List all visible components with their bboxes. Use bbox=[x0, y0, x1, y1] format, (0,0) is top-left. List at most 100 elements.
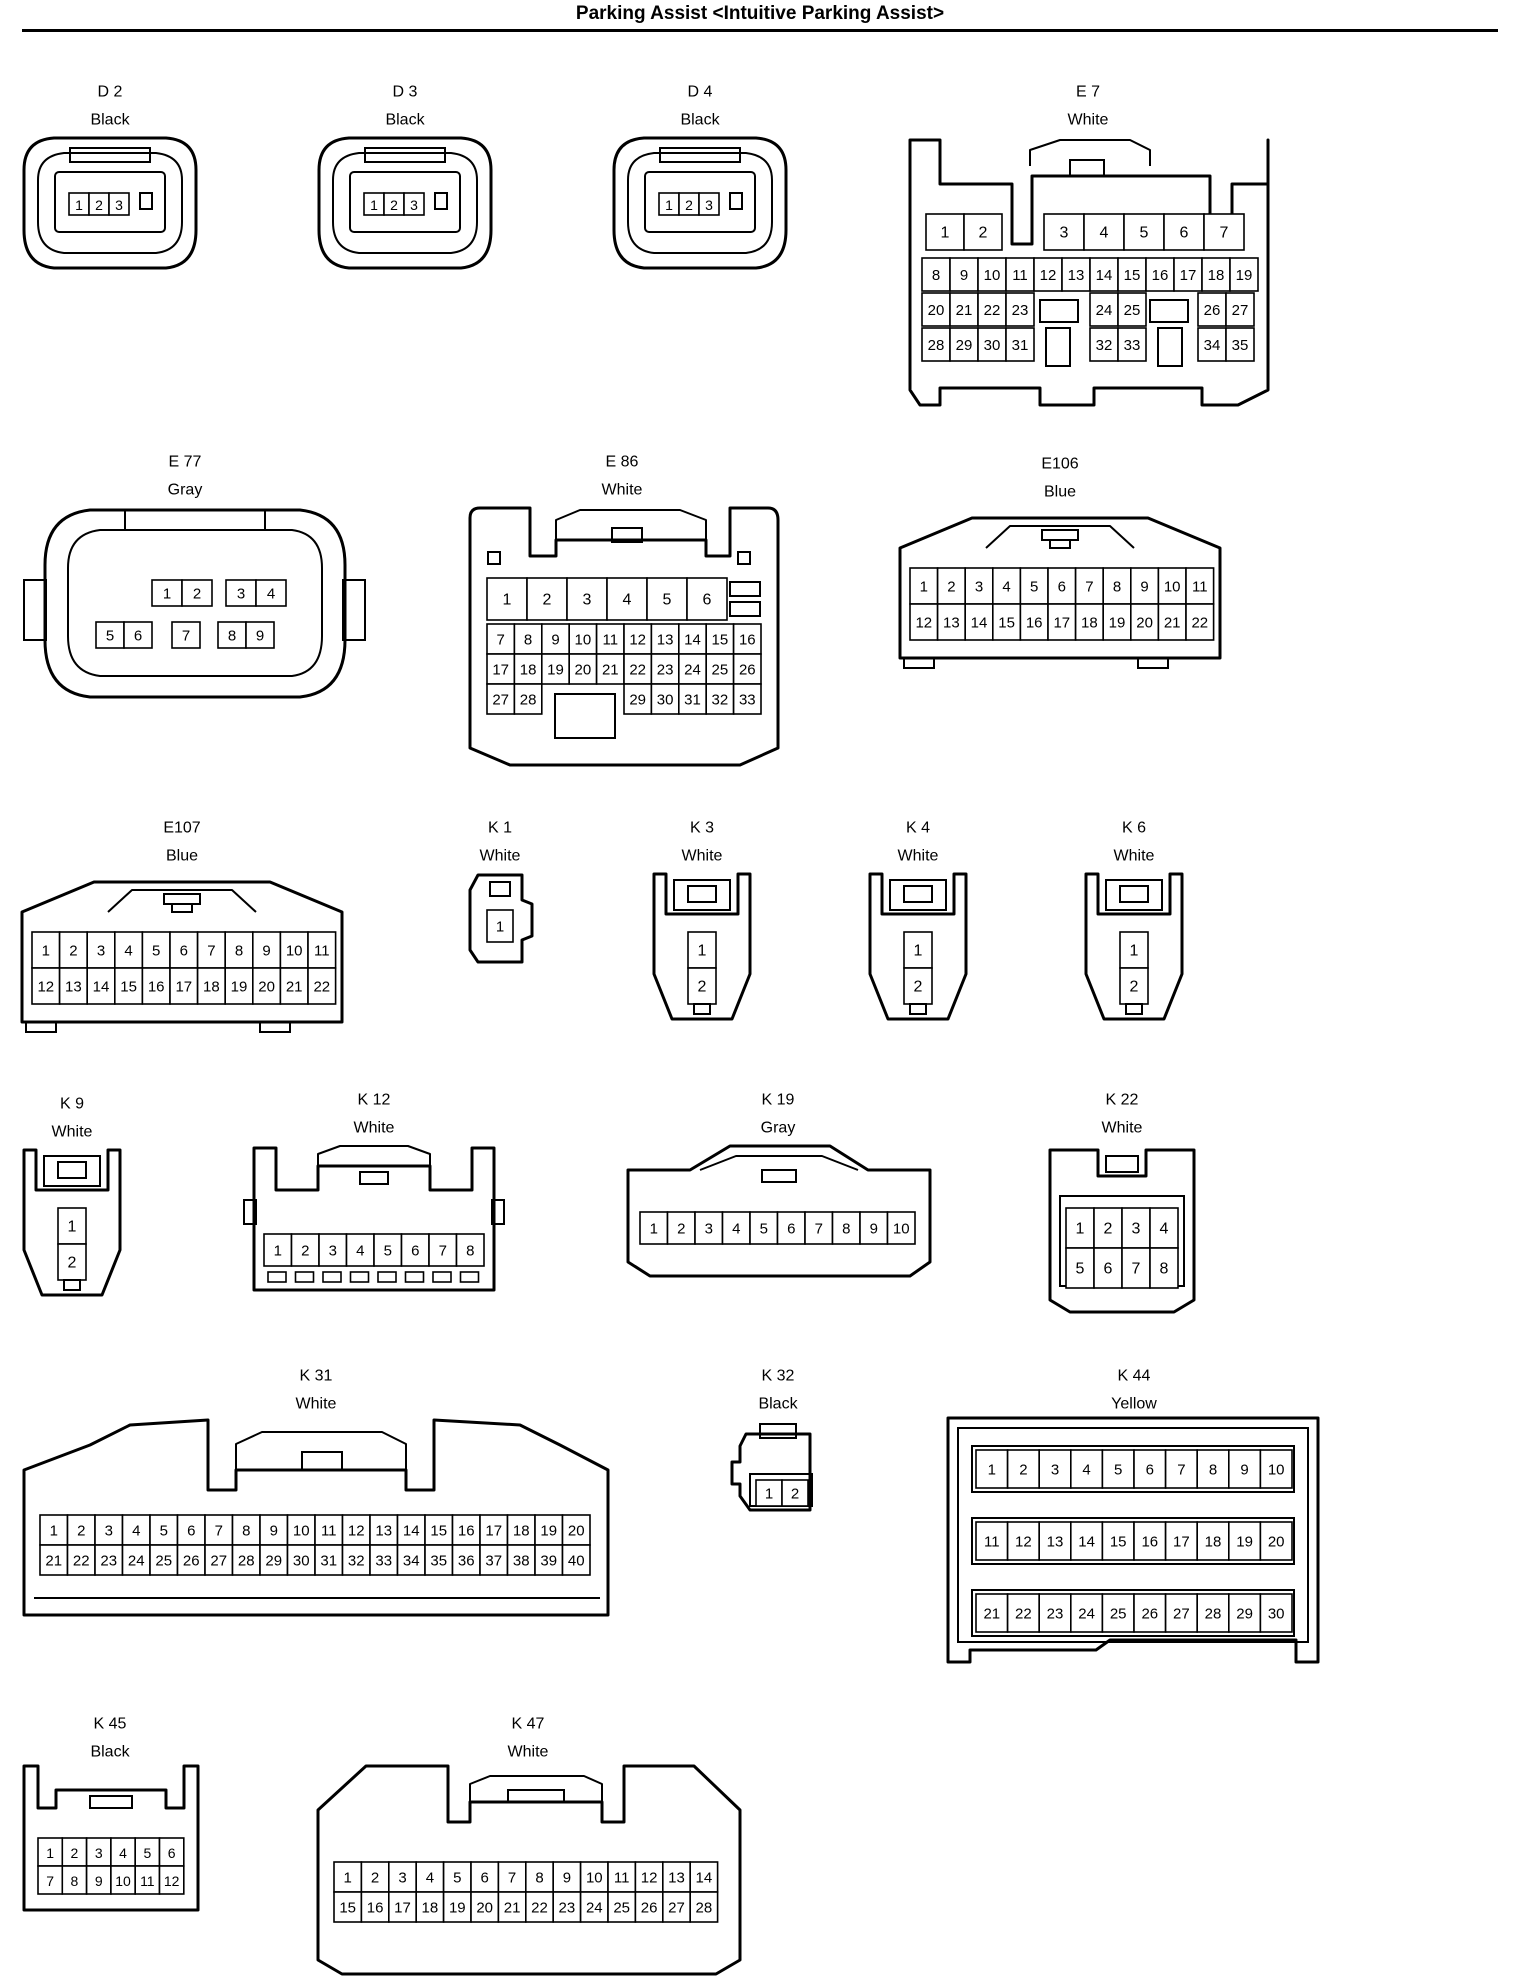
pin-cell bbox=[921, 292, 951, 327]
pin-cell bbox=[279, 931, 309, 969]
pin-number: 3 bbox=[705, 1221, 713, 1238]
pin-number: 27 bbox=[1173, 1606, 1190, 1623]
pin-cell bbox=[1185, 567, 1215, 605]
pin-number: 19 bbox=[449, 1900, 466, 1917]
connector-color: White bbox=[354, 1120, 395, 1137]
pin-number: 2 bbox=[947, 579, 955, 596]
pin-number: 6 bbox=[411, 1243, 419, 1260]
pin-number: 16 bbox=[1026, 615, 1043, 632]
pin-number: 14 bbox=[684, 632, 701, 649]
pin-cell bbox=[921, 257, 951, 292]
pin-number: 1 bbox=[914, 943, 923, 960]
pin-cell bbox=[1130, 567, 1160, 605]
outline-rect bbox=[1157, 327, 1183, 367]
connector-color: White bbox=[1102, 1120, 1143, 1137]
connector-color: Blue bbox=[1044, 484, 1076, 501]
pin-cell bbox=[561, 1514, 591, 1546]
pin-cell bbox=[245, 621, 275, 649]
pin-number: 12 bbox=[641, 1870, 658, 1887]
pin-cell bbox=[279, 967, 309, 1005]
pin-cell bbox=[341, 1514, 371, 1546]
pin-number: 13 bbox=[65, 979, 82, 996]
pin-cell bbox=[595, 623, 625, 655]
pin-number: 3 bbox=[329, 1243, 337, 1260]
pin-number: 10 bbox=[893, 1221, 910, 1238]
pin-cell bbox=[424, 1544, 454, 1576]
pin-number: 25 bbox=[155, 1553, 172, 1570]
pin-cell bbox=[804, 1211, 834, 1245]
pin-cell bbox=[1006, 1521, 1040, 1561]
pin-cell bbox=[526, 577, 568, 621]
outline-path bbox=[730, 1432, 812, 1512]
pin-number: 15 bbox=[712, 632, 729, 649]
connector-id: E107 bbox=[163, 820, 200, 837]
pin-number: 16 bbox=[1152, 267, 1169, 284]
pin-number: 7 bbox=[46, 1873, 54, 1889]
pin-cell bbox=[963, 213, 1003, 251]
connector-color: Yellow bbox=[1111, 1396, 1157, 1413]
outline-rect bbox=[1045, 327, 1071, 367]
pin-number: 18 bbox=[203, 979, 220, 996]
pin-cell bbox=[94, 1514, 124, 1546]
pin-number: 16 bbox=[1141, 1534, 1158, 1551]
title-rule bbox=[22, 29, 1498, 32]
pin-cell bbox=[1225, 292, 1255, 327]
pin-cell bbox=[1228, 1521, 1262, 1561]
outline-rect bbox=[359, 1171, 389, 1185]
pin-cell bbox=[181, 579, 213, 607]
connector-color: White bbox=[682, 848, 723, 865]
outline-path bbox=[699, 1155, 859, 1171]
pin-cell bbox=[661, 1891, 691, 1923]
pin-cell bbox=[666, 1211, 696, 1245]
pin-number: 11 bbox=[321, 1523, 337, 1540]
pin-cell bbox=[1185, 603, 1215, 641]
pin-number: 1 bbox=[1076, 1221, 1085, 1238]
pin-number: 24 bbox=[128, 1553, 145, 1570]
pin-number: 32 bbox=[348, 1553, 365, 1570]
outline-rect bbox=[54, 171, 166, 233]
pin-cell bbox=[1038, 1593, 1072, 1633]
outline-path bbox=[22, 1148, 122, 1297]
pin-number: 9 bbox=[1140, 579, 1148, 596]
pin-number: 2 bbox=[1130, 979, 1139, 996]
pin-cell bbox=[1102, 603, 1132, 641]
outline-path bbox=[468, 506, 780, 767]
pin-cell bbox=[442, 1891, 472, 1923]
pin-number: 10 bbox=[1268, 1462, 1285, 1479]
pin-number: 7 bbox=[1177, 1462, 1185, 1479]
pin-cell bbox=[524, 1891, 554, 1923]
pin-number: 2 bbox=[685, 197, 693, 213]
pin-number: 2 bbox=[301, 1243, 309, 1260]
pin-number: 19 bbox=[540, 1523, 557, 1540]
outline-rect bbox=[459, 1271, 480, 1283]
outline-rect bbox=[432, 1271, 452, 1283]
outline-path bbox=[555, 509, 707, 540]
connector-id: K 3 bbox=[690, 820, 714, 837]
pin-number: 18 bbox=[1205, 1534, 1222, 1551]
pin-number: 37 bbox=[485, 1553, 502, 1570]
pin-cell bbox=[1163, 213, 1205, 251]
pin-number: 1 bbox=[344, 1870, 352, 1887]
pin-cell bbox=[1065, 1247, 1095, 1289]
pin-cell bbox=[37, 1865, 64, 1895]
pin-number: 1 bbox=[1130, 943, 1139, 960]
pin-number: 10 bbox=[575, 632, 592, 649]
pin-number: 14 bbox=[971, 615, 988, 632]
pin-number: 32 bbox=[712, 692, 729, 709]
pin-number: 9 bbox=[1240, 1462, 1248, 1479]
pin-cell bbox=[524, 1861, 554, 1893]
outline-rect bbox=[687, 885, 717, 903]
pin-number: 10 bbox=[1164, 579, 1181, 596]
pin-number: 6 bbox=[703, 592, 712, 609]
pin-number: 5 bbox=[1030, 579, 1038, 596]
pin-cell bbox=[568, 623, 598, 655]
pin-cell bbox=[455, 1233, 485, 1267]
connector-id: K 6 bbox=[1122, 820, 1146, 837]
pin-number: 1 bbox=[665, 197, 673, 213]
pin-number: 9 bbox=[870, 1221, 878, 1238]
pin-number: 2 bbox=[1104, 1221, 1113, 1238]
outline-path bbox=[468, 873, 534, 964]
connector-color: White bbox=[602, 482, 643, 499]
